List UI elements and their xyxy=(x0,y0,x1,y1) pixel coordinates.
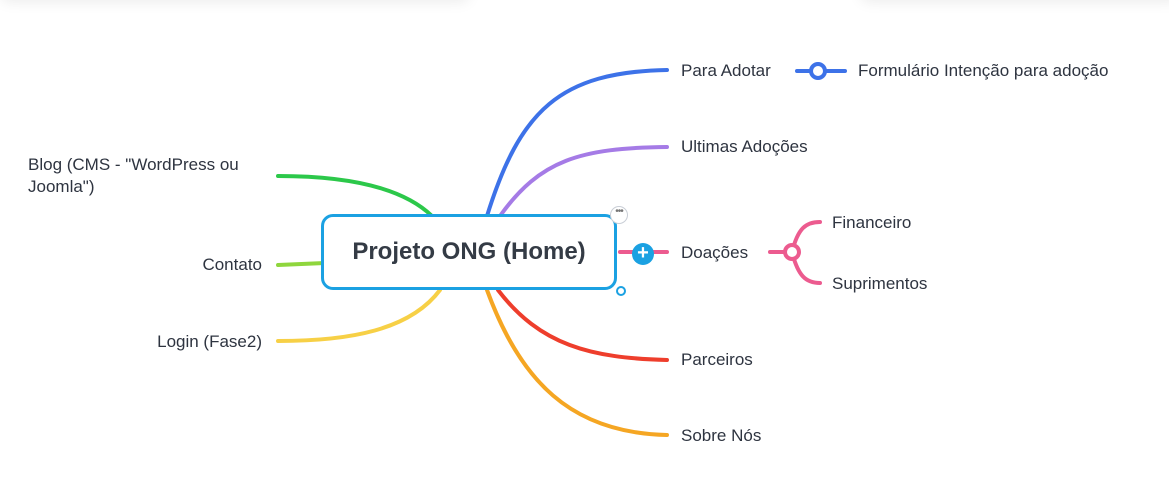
topic-suprimentos[interactable]: Suprimentos xyxy=(832,274,928,293)
add-topic-button[interactable]: + xyxy=(632,243,654,265)
topic-sobre-nos[interactable]: Sobre Nós xyxy=(681,426,762,445)
formulario-node-dot[interactable] xyxy=(809,62,827,80)
topic-financeiro[interactable]: Financeiro xyxy=(832,213,912,232)
root-topic-title: Projeto ONG (Home) xyxy=(352,238,586,265)
topic-para-adotar[interactable]: Para Adotar xyxy=(681,61,771,80)
topic-contato[interactable]: Contato xyxy=(202,255,262,274)
doacoes-node-dot[interactable] xyxy=(783,243,801,261)
topic-login[interactable]: Login (Fase2) xyxy=(157,332,262,351)
connector-blog xyxy=(276,174,434,218)
topic-doacoes[interactable]: Doações xyxy=(681,243,749,262)
resize-handle[interactable] xyxy=(616,286,626,296)
topic-parceiros[interactable]: Parceiros xyxy=(681,350,753,369)
connector-ultimas-adocoes xyxy=(498,145,669,218)
connector-login xyxy=(276,288,442,343)
topic-ultimas-adocoes[interactable]: Ultimas Adoções xyxy=(681,137,808,156)
topic-formulario-intencao[interactable]: Formulário Intenção para adoção xyxy=(858,61,1109,80)
topic-blog[interactable]: Blog (CMS - "WordPress ou Joomla") xyxy=(28,155,239,196)
connector-contato xyxy=(276,261,327,267)
root-topic-node[interactable]: Projeto ONG (Home) xyxy=(321,214,617,290)
more-options-icon[interactable]: ••• xyxy=(610,206,628,224)
connector-para-adotar xyxy=(485,68,669,218)
connector-parceiros xyxy=(496,288,669,362)
connector-sobre-nos xyxy=(485,288,669,437)
